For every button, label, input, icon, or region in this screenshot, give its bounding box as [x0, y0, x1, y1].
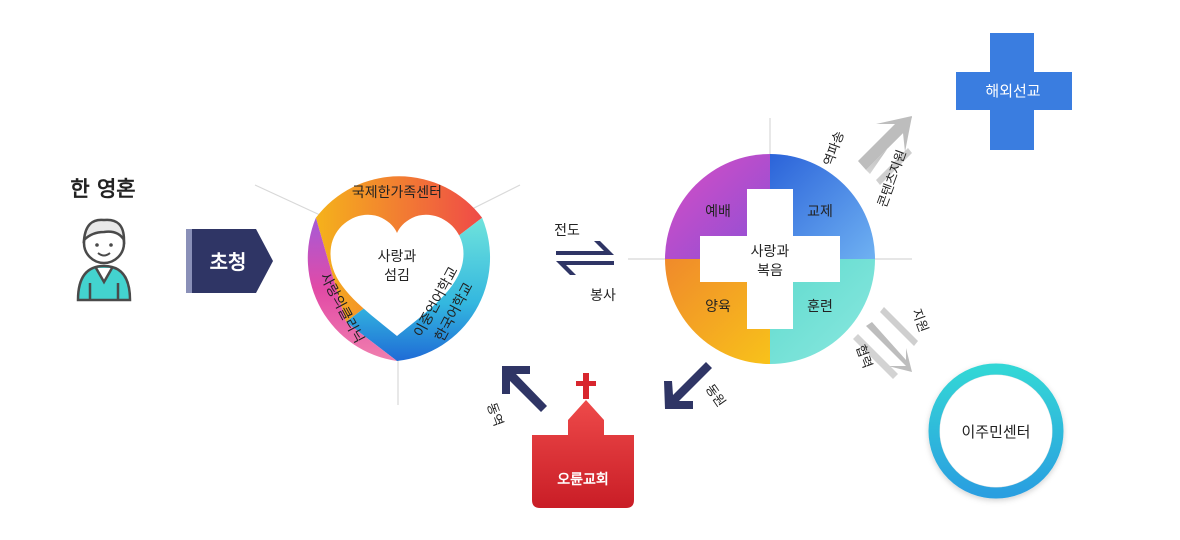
person-icon [76, 218, 132, 302]
church-label: 오륜교회 [557, 472, 609, 488]
down-left-arrow-icon [664, 362, 712, 409]
exchange-label-bottom: 봉사 [590, 288, 616, 304]
up-left-arrow-icon [502, 366, 547, 412]
cross-quadrant-label: 교제 [807, 204, 833, 220]
heart-ring-diagram: 사랑과 섬김 국제한가족센터 사랑의클리닉 이중언어학교 한국어학교 [254, 176, 521, 405]
fellowship-label: 동역 [483, 401, 505, 429]
cross-shape [700, 189, 840, 329]
heart-shape [330, 214, 464, 336]
mobilize-label: 동원 [702, 382, 728, 410]
right-arrow-icon [556, 241, 614, 255]
invite-label: 초청 [210, 250, 247, 274]
cross-quadrant-label: 예배 [705, 204, 731, 220]
cross-quadrant-label: 양육 [705, 299, 731, 315]
cross-quadrant-top-right [770, 154, 875, 259]
heart-ring-segment-left [307, 217, 397, 361]
up-right-double-arrow-icon [858, 116, 912, 185]
person-title: 한 영혼 [70, 177, 135, 201]
down-right-double-arrow-icon [853, 307, 918, 379]
mission-label: 해외선교 [985, 82, 1040, 100]
mission-arrow-left-label: 역파송 [822, 129, 848, 168]
cross-quadrant-bottom-left [665, 259, 770, 364]
mission-cross-badge: 해외선교 [956, 33, 1072, 150]
exchange-label-top: 전도 [554, 223, 580, 239]
migrant-arrow-right-label: 지원 [908, 307, 930, 335]
cross-quadrant-label: 훈련 [807, 299, 833, 315]
heart-label-top: 국제한가족센터 [352, 185, 442, 201]
left-arrow-icon [556, 261, 614, 275]
exchange-arrows: 전도 봉사 [554, 223, 616, 304]
heart-center-line2: 섬김 [384, 268, 410, 284]
cross-quadrant-bottom-right [770, 259, 875, 364]
migrant-center-label: 이주민센터 [961, 423, 1030, 441]
cross-quadrant-top-left [665, 154, 770, 259]
migrant-center-ring: 이주민센터 [928, 363, 1064, 499]
invite-arrow-badge: 초청 [186, 229, 273, 293]
cross-icon [576, 373, 596, 399]
cross-circle-diagram: 사랑과 복음 예배 교제 양육 훈련 [628, 118, 912, 364]
cross-center-line2: 복음 [757, 263, 783, 279]
heart-center-line1: 사랑과 [378, 249, 417, 265]
church-building: 오륜교회 [532, 373, 634, 508]
cross-center-line1: 사랑과 [751, 244, 790, 260]
